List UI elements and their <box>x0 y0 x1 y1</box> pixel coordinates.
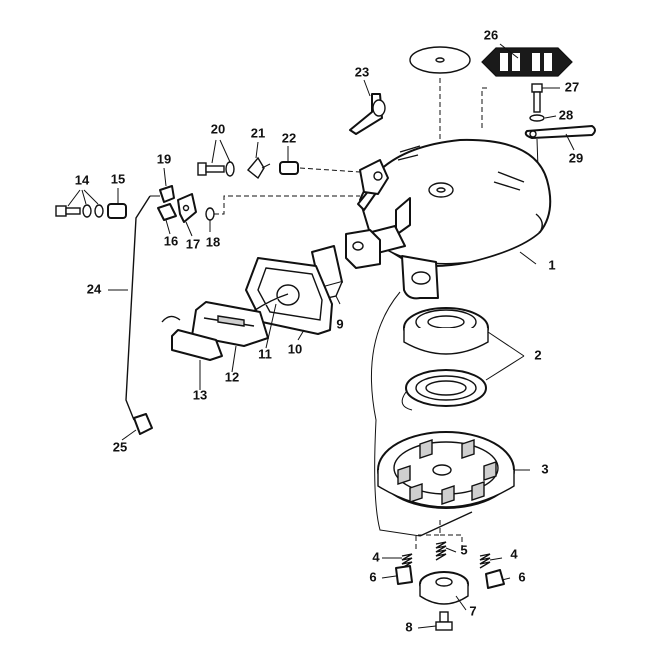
part-11-rope <box>251 293 289 313</box>
part-14-screw <box>55 204 104 218</box>
part-4-spring-right <box>479 553 491 569</box>
callout-25: 25 <box>113 439 127 454</box>
guide-line-18 <box>214 195 360 215</box>
part-25-clip <box>133 413 153 435</box>
callout-labels: 1 2 3 4 4 5 6 6 7 8 9 10 11 12 13 14 15 … <box>75 27 583 634</box>
callout-21: 21 <box>251 125 265 140</box>
callout-12: 12 <box>225 369 239 384</box>
part-1-starter-housing <box>355 138 552 300</box>
callout-16: 16 <box>164 233 178 248</box>
part-6-pawl-right <box>485 569 505 589</box>
callout-6-right: 6 <box>518 569 525 584</box>
guide-line-5 <box>440 534 463 552</box>
part-8-bolt <box>435 611 453 631</box>
callout-19: 19 <box>157 151 171 166</box>
callout-2: 2 <box>534 347 541 362</box>
callout-9: 9 <box>336 316 343 331</box>
callout-leaders <box>67 43 575 629</box>
callout-11: 11 <box>258 346 272 361</box>
part-20-screw <box>197 161 235 177</box>
part-7-drive-plate <box>419 571 469 605</box>
part-26-warning-label <box>481 47 573 77</box>
part-27-bolt <box>531 83 543 113</box>
rope-path <box>371 291 421 537</box>
part-catch-block <box>345 229 381 269</box>
part-21-clip <box>247 156 271 180</box>
callout-28: 28 <box>559 107 573 122</box>
guide-line-22 <box>299 167 361 173</box>
callout-10: 10 <box>288 341 302 356</box>
part-28-washer <box>529 114 545 122</box>
callout-8: 8 <box>405 619 412 634</box>
part-5-spring <box>435 541 447 561</box>
part-3-pulley <box>377 431 515 509</box>
part-15-spacer <box>107 203 127 219</box>
callout-7: 7 <box>469 603 476 618</box>
callout-29: 29 <box>569 150 583 165</box>
part-23-bracket <box>349 93 386 135</box>
part-2-recoil-spring <box>401 369 487 411</box>
part-19-link <box>159 185 175 203</box>
part-17-cam <box>177 193 197 223</box>
part-16-retainer <box>157 203 177 221</box>
part-13-handle-insert <box>161 315 223 361</box>
part-10-rope-guide <box>245 257 333 335</box>
callout-3: 3 <box>541 461 548 476</box>
callout-24: 24 <box>87 281 102 296</box>
callout-13: 13 <box>193 387 207 402</box>
part-3-rope-end <box>419 511 473 537</box>
guide-line-3 <box>415 520 441 552</box>
part-18-washer <box>205 207 215 221</box>
callout-6-left: 6 <box>369 569 376 584</box>
callout-5: 5 <box>460 542 467 557</box>
part-6-pawl-left <box>395 565 413 585</box>
callout-20: 20 <box>211 121 225 136</box>
part-4-spring-left <box>401 553 413 569</box>
callout-1: 1 <box>548 257 555 272</box>
guide-line-27 <box>481 87 487 128</box>
callout-27: 27 <box>565 79 579 94</box>
part-starter-lever <box>359 159 389 195</box>
part-22-spacer <box>279 161 299 175</box>
callout-26: 26 <box>484 27 498 42</box>
callout-14: 14 <box>75 172 90 187</box>
callout-23: 23 <box>355 64 369 79</box>
callout-22: 22 <box>282 130 296 145</box>
callout-17: 17 <box>186 236 200 251</box>
part-26-decal <box>409 46 471 74</box>
callout-18: 18 <box>206 234 220 249</box>
part-24-rod <box>125 195 151 421</box>
callout-4-right: 4 <box>510 546 518 561</box>
part-29-pawl <box>524 125 596 139</box>
part-2-spring-case <box>403 307 489 355</box>
callout-15: 15 <box>111 171 125 186</box>
callout-4-left: 4 <box>372 549 380 564</box>
